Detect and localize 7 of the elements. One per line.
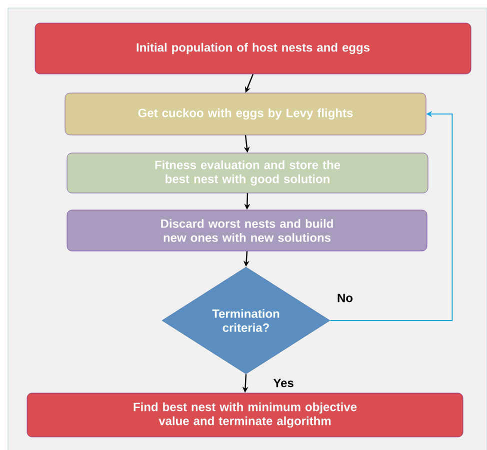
edge-label: No [338,294,353,302]
process-box: Discard worst nests and build new ones with new solutions [66,210,428,252]
process-box: Initial population of host nests and eggs [34,22,472,74]
edge-label: Yes [273,378,294,388]
process-box: Get cuckoo with eggs by Levy flights [64,92,426,136]
process-box: Fitness evaluation and store the best nest with good solution [66,152,428,194]
process-box: Find best nest with minimum objective value and terminate algorithm [26,392,464,438]
